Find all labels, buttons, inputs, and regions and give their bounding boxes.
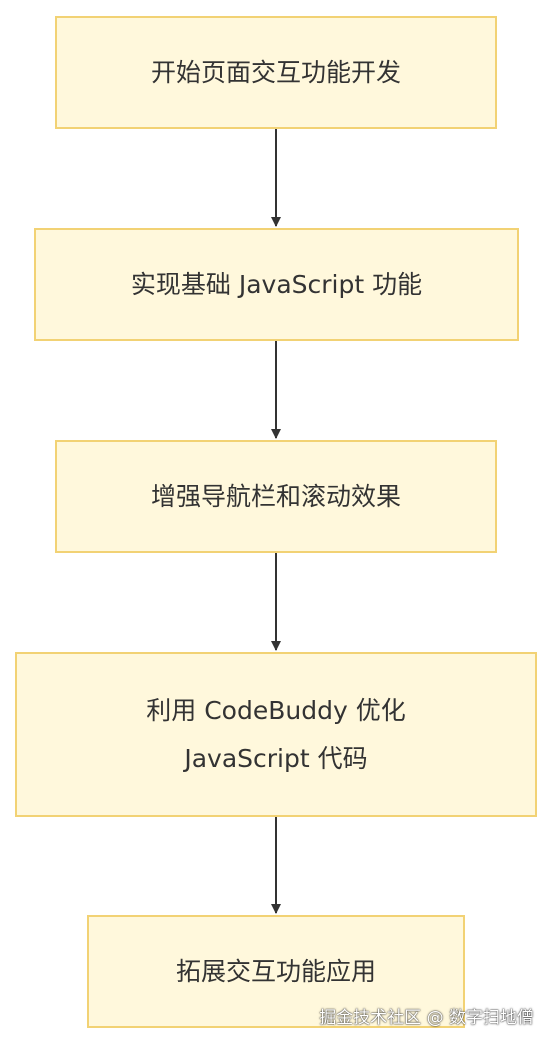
node-label: 实现基础 JavaScript 功能 bbox=[130, 269, 423, 299]
node-label-line-2: JavaScript 代码 bbox=[184, 743, 368, 773]
flow-node-start: 开始页面交互功能开发 bbox=[55, 16, 497, 129]
node-label: 增强导航栏和滚动效果 bbox=[150, 481, 401, 511]
flow-node-navbar-scroll: 增强导航栏和滚动效果 bbox=[55, 440, 497, 553]
node-label: 拓展交互功能应用 bbox=[175, 956, 376, 986]
node-label-line-1: 利用 CodeBuddy 优化 bbox=[146, 695, 406, 725]
flow-node-basic-js: 实现基础 JavaScript 功能 bbox=[34, 228, 519, 341]
flow-node-extend-apps: 拓展交互功能应用 bbox=[87, 915, 465, 1028]
node-label: 开始页面交互功能开发 bbox=[150, 57, 401, 87]
flow-node-codebuddy-optimize: 利用 CodeBuddy 优化 JavaScript 代码 bbox=[15, 652, 537, 817]
watermark: 掘金技术社区 @ 数字扫地僧 bbox=[319, 1008, 534, 1028]
